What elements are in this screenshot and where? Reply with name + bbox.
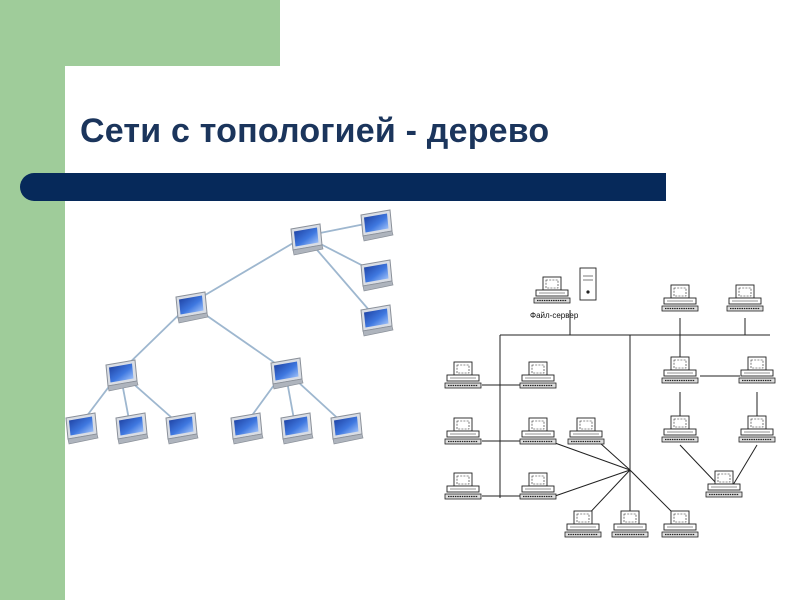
network-computer-icon [360, 209, 394, 242]
file-server-label: Файл-сервер [530, 311, 579, 320]
workstation-outline-icon [726, 284, 764, 312]
tree-topology-diagram [65, 209, 394, 445]
workstation-outline-icon [661, 284, 699, 312]
slide-title: Сети с топологией - дерево [80, 112, 550, 150]
network-computer-icon [290, 223, 324, 256]
workstation-outline-icon [444, 361, 482, 389]
workstation-outline-icon [661, 510, 699, 538]
workstation-outline-icon [738, 356, 776, 384]
workstation-outline-icon [661, 356, 699, 384]
network-computer-icon [65, 412, 99, 445]
network-computer-icon [280, 412, 314, 445]
workstation-outline-icon [519, 417, 557, 445]
workstation-outline-icon [567, 417, 605, 445]
workstation-outline-icon [564, 510, 602, 538]
workstation-outline-icon [444, 472, 482, 500]
workstation-outline-icon [611, 510, 649, 538]
workstation-outline-icon [661, 415, 699, 443]
network-computer-icon [165, 412, 199, 445]
workstation-outline-icon [444, 417, 482, 445]
title-underline-bar [20, 173, 666, 201]
mixed-topology-diagram: Файл-сервер [444, 267, 776, 538]
server-tower-icon [579, 267, 597, 301]
workstation-outline-icon [519, 361, 557, 389]
workstation-outline-icon [705, 470, 743, 498]
network-computer-icon [270, 357, 304, 390]
network-computer-icon [360, 304, 394, 337]
green-side-bar [0, 0, 65, 600]
network-computer-icon [105, 359, 139, 392]
tree-link [189, 235, 306, 305]
network-computer-icon [360, 259, 394, 292]
file-server-icon [533, 276, 571, 304]
workstation-outline-icon [738, 415, 776, 443]
file-server: Файл-сервер [530, 267, 597, 320]
network-computer-icon [115, 412, 149, 445]
network-computer-icon [330, 412, 364, 445]
network-computer-icon [175, 291, 209, 324]
green-top-block [0, 0, 280, 66]
workstation-outline-icon [519, 472, 557, 500]
network-computer-icon [230, 412, 264, 445]
